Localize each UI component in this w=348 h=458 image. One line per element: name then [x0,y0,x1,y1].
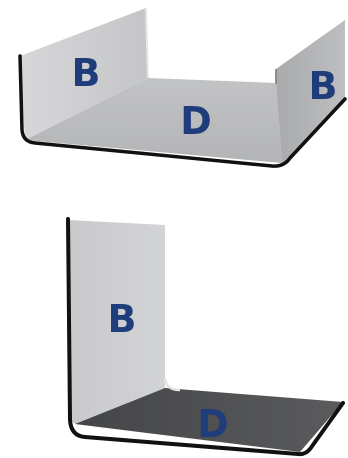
angle-outer-edge [66,217,345,457]
angle-vertical-flange [68,220,165,424]
u-channel-left-wall [20,8,148,140]
angle-inner-bend [163,377,181,392]
angle-base-label: D [197,402,229,446]
u-channel-base-panel [25,78,282,163]
u-channel-bottom-edge [18,54,347,168]
u-channel-profile: B D B [18,7,347,168]
angle-flange-label: B [108,297,137,341]
u-channel-base-label: D [180,99,212,143]
u-channel-right-wall [276,20,345,163]
angle-profile: B D [66,217,345,457]
u-channel-inner-corner [145,7,149,79]
u-channel-right-flange-label: B [309,64,338,108]
angle-base-panel [75,388,343,452]
u-channel-left-flange-label: B [72,51,101,95]
